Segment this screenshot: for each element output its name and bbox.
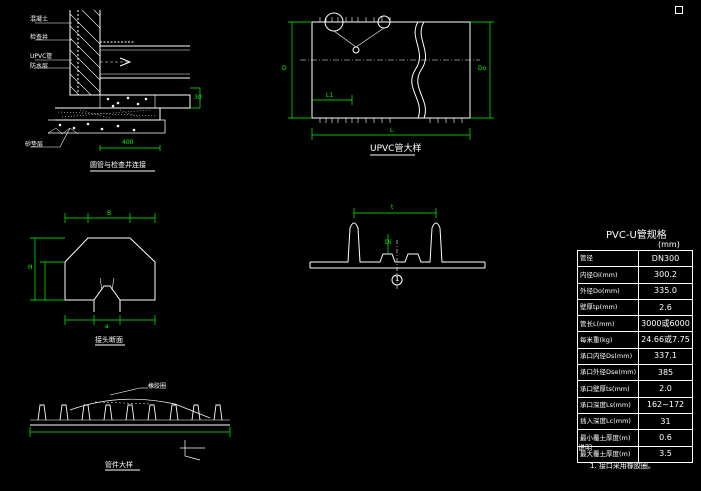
- spec-table-key: 承口外径Dse(mm): [576, 364, 640, 382]
- dim-400: 400: [122, 139, 134, 146]
- spec-table-value: 3000或6000: [638, 315, 693, 333]
- dim-a: a: [105, 323, 109, 330]
- callout-waterproof: 防水层: [30, 63, 49, 70]
- spec-table-key: 管长L(mm): [576, 315, 640, 333]
- spec-table-row: 承口深度Ls(mm)162~172: [576, 396, 693, 414]
- spec-table-key: 承口壁厚ts(mm): [576, 380, 640, 398]
- corrugated-profile: [29, 387, 231, 471]
- upvc-pipe-elevation: [288, 12, 494, 156]
- title-fitting-detail: 管件大样: [105, 461, 133, 469]
- spec-table-title: PVC-U管规格: [606, 230, 667, 241]
- dim-d: D: [282, 65, 287, 72]
- callout-upvc: UPVC管: [30, 53, 53, 60]
- callout-sand: 砂垫层: [25, 141, 44, 148]
- dim-h: H: [28, 264, 33, 271]
- spec-table-row: 最小覆土厚度(m)0.6: [576, 429, 693, 447]
- dim-l: L: [390, 127, 394, 134]
- spec-table-key: 内径Di(mm): [576, 266, 640, 284]
- spec-table-row: 插入深度Lc(mm)31: [576, 412, 693, 431]
- dim-b: B: [107, 210, 112, 217]
- spec-table-value: 24.66或7.75: [638, 331, 693, 349]
- callout-concrete: 混凝土: [30, 16, 49, 23]
- spec-table-value: 31: [638, 412, 693, 431]
- title-upvc-detail: UPVC管大样: [370, 144, 422, 154]
- title-joint-section: 接头断面: [95, 336, 123, 344]
- spec-table-value: 2.6: [638, 298, 693, 317]
- spec-table-value: 300.2: [638, 266, 693, 284]
- note-title: 说明: [578, 444, 592, 452]
- spec-table-row: 最大覆土厚度(m)3.5: [576, 445, 693, 463]
- spec-table-row: 承口外径Dse(mm)385: [576, 364, 693, 382]
- spec-table-value: 2.0: [638, 380, 693, 398]
- dim-t: t: [391, 204, 394, 211]
- spec-table-row: 每米重(kg)24.66或7.75: [576, 331, 693, 349]
- dim-l1: L1: [326, 92, 334, 99]
- spec-table-value: 3.5: [638, 445, 693, 463]
- note-item-1: 1. 接口采用橡胶圈。: [590, 462, 655, 470]
- viewport-close-button[interactable]: [675, 6, 683, 14]
- spec-table-value: 337.1: [638, 347, 693, 366]
- spec-table-key: 壁厚tp(mm): [576, 298, 640, 317]
- spec-table-row: 外径Do(mm)335.0: [576, 282, 693, 300]
- spec-table-row: 承口内径Ds(mm)337.1: [576, 347, 693, 366]
- spec-table-key: 承口内径Ds(mm): [576, 347, 640, 366]
- spec-table-key: 最大覆土厚度(m): [576, 445, 640, 463]
- spec-table-value: DN300: [638, 249, 693, 268]
- spec-table-value: 0.6: [638, 429, 693, 447]
- spec-table-row: 内径Di(mm)300.2: [576, 266, 693, 284]
- spec-table-key: 管径: [576, 249, 640, 268]
- joint-section: [30, 213, 156, 346]
- spec-table-value: 162~172: [638, 396, 693, 414]
- dim-30: 30: [194, 94, 202, 101]
- title-manhole-connection: 圆管与检查井连接: [90, 161, 146, 169]
- spec-table-key: 外径Do(mm): [576, 282, 640, 300]
- spec-table-key: 每米重(kg): [576, 331, 640, 349]
- spec-table-key: 承口深度Ls(mm): [576, 396, 640, 414]
- spec-table-value: 335.0: [638, 282, 693, 300]
- spec-table-row: 壁厚tp(mm)2.6: [576, 298, 693, 317]
- section-marker-1: 1: [395, 275, 400, 283]
- callout-rubber-ring: 橡胶圈: [148, 383, 167, 390]
- spec-table-row: 管长L(mm)3000或6000: [576, 315, 693, 333]
- spec-table-value: 385: [638, 364, 693, 382]
- dim-di: Di: [385, 239, 392, 246]
- spec-table-key: 插入深度Lc(mm): [576, 412, 640, 431]
- rib-section: [309, 208, 486, 290]
- manhole-connection-section: [30, 9, 201, 172]
- dim-do: Do: [478, 65, 487, 72]
- callout-manhole: 检查井: [30, 34, 49, 41]
- spec-table-row: 承口壁厚ts(mm)2.0: [576, 380, 693, 398]
- spec-table-unit: (mm): [658, 240, 680, 249]
